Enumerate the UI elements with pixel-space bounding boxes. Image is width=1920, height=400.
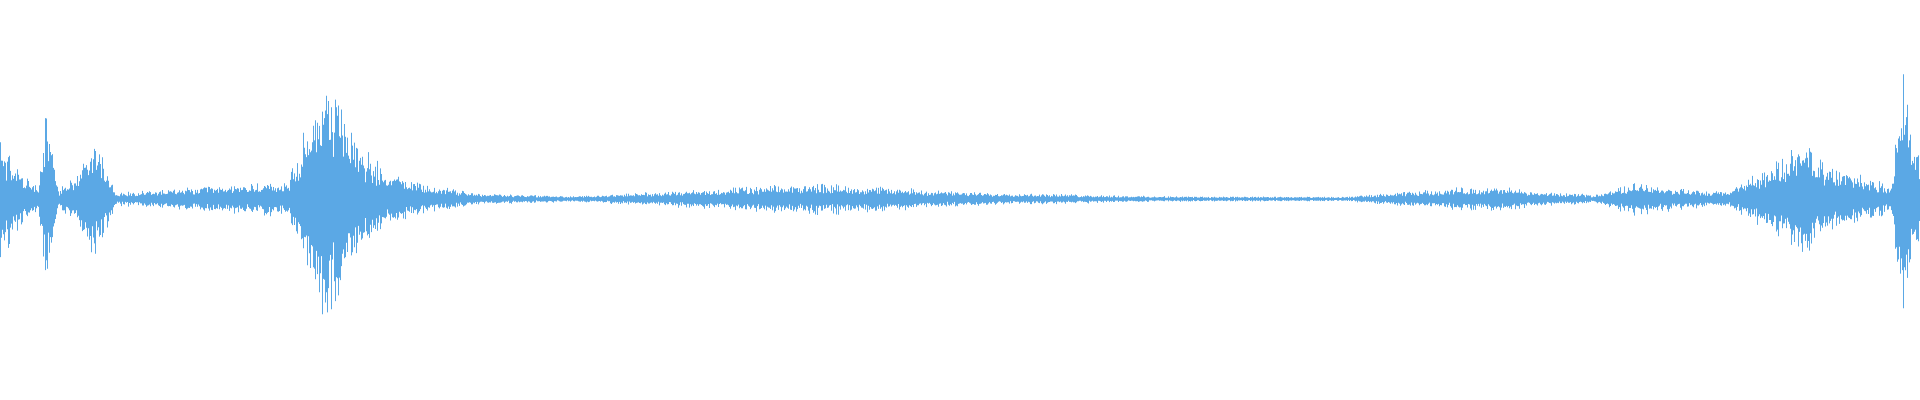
waveform-bars bbox=[0, 74, 1920, 315]
